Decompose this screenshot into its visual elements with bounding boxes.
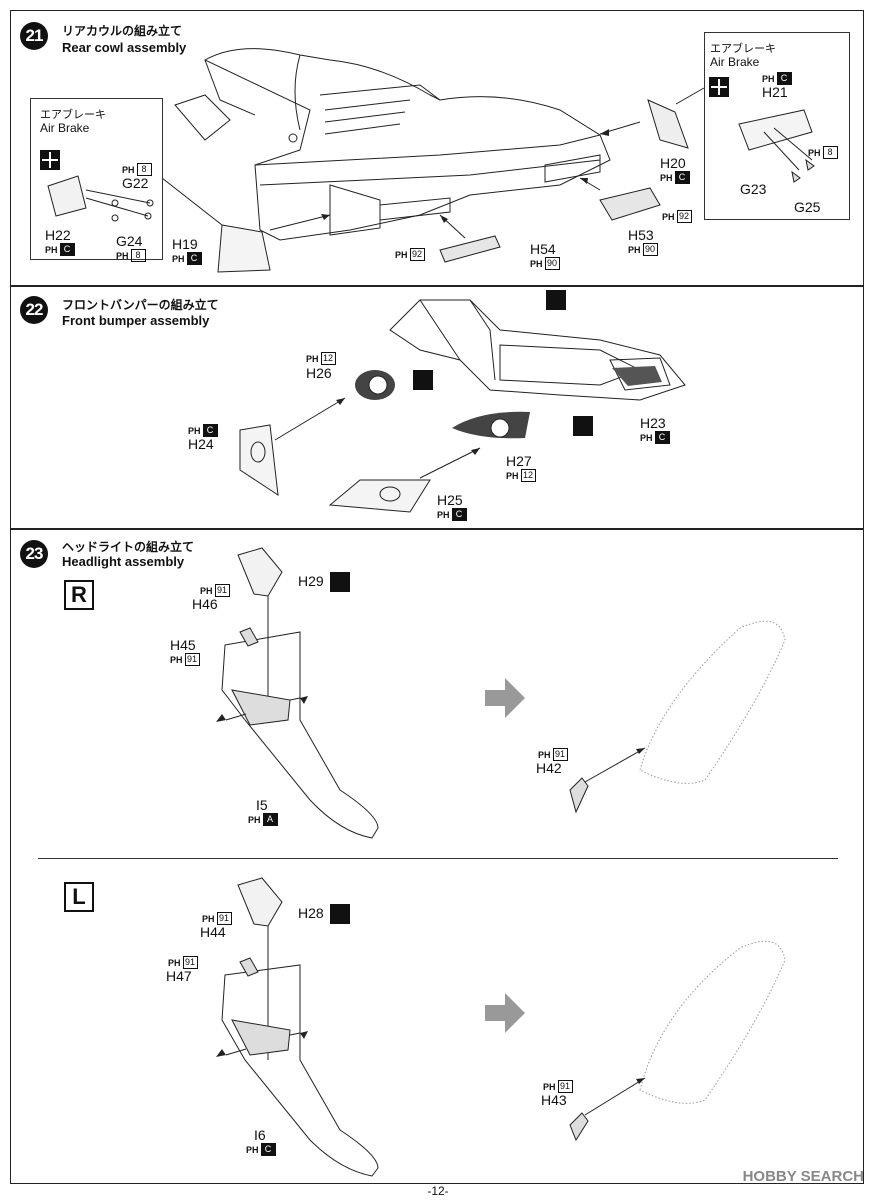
- label-h53: H53: [628, 227, 654, 243]
- front-bumper-illustration: [239, 290, 686, 513]
- label-h21: H21: [762, 84, 788, 100]
- step-23-title-en: Headlight assembly: [62, 554, 185, 569]
- air-brake-right-en: Air Brake: [710, 55, 760, 69]
- label-i6: I6: [254, 1127, 266, 1143]
- page-number: -12-: [427, 1184, 449, 1198]
- label-h20: H20: [660, 155, 686, 171]
- step-21-title-en: Rear cowl assembly: [62, 40, 187, 55]
- step-23-number: 23: [20, 540, 48, 568]
- step-22-title-en: Front bumper assembly: [62, 313, 210, 328]
- rear-cowl-illustration: [161, 48, 705, 273]
- label-h44: H44: [200, 924, 226, 940]
- label-h24: H24: [188, 436, 214, 452]
- label-g25: G25: [794, 199, 821, 215]
- label-h54: H54: [530, 241, 556, 257]
- right-side-marker: R: [64, 580, 94, 610]
- label-g22: G22: [122, 175, 149, 191]
- air-brake-left-drawing: [40, 150, 154, 222]
- label-h26: H26: [306, 365, 332, 381]
- label-h43: H43: [541, 1092, 567, 1108]
- air-brake-left-jp: エアブレーキ: [40, 108, 106, 121]
- step-22-panel: [10, 286, 864, 529]
- step-21-panel: [10, 10, 864, 286]
- step-21-number: 21: [20, 22, 48, 50]
- step-23-title-jp: ヘッドライトの組み立て: [62, 540, 195, 554]
- label-h45: H45: [170, 637, 196, 653]
- air-brake-right-drawing: [709, 77, 815, 183]
- label-h29: H29: [298, 573, 324, 589]
- air-brake-left-box: [30, 98, 163, 260]
- left-side-marker: L: [64, 882, 94, 912]
- label-h28: H28: [298, 905, 324, 921]
- watermark: HOBBY SEARCH: [742, 1168, 864, 1185]
- label-g23: G23: [740, 181, 767, 197]
- label-h23: H23: [640, 415, 666, 431]
- step-22-title-jp: フロントバンパーの組み立て: [62, 298, 219, 312]
- step-23-panel: [10, 529, 864, 1184]
- label-g24: G24: [116, 233, 143, 249]
- step-22-number: 22: [20, 296, 48, 324]
- step-23-divider: [38, 858, 838, 859]
- label-h27: H27: [506, 453, 532, 469]
- label-h19: H19: [172, 236, 198, 252]
- air-brake-left-en: Air Brake: [40, 121, 90, 135]
- label-h47: H47: [166, 968, 192, 984]
- label-i5: I5: [256, 797, 268, 813]
- label-h25: H25: [437, 492, 463, 508]
- label-h42: H42: [536, 760, 562, 776]
- air-brake-right-jp: エアブレーキ: [710, 42, 776, 55]
- step-21-title-jp: リアカウルの組み立て: [62, 24, 183, 38]
- label-h46: H46: [192, 596, 218, 612]
- label-h22: H22: [45, 227, 71, 243]
